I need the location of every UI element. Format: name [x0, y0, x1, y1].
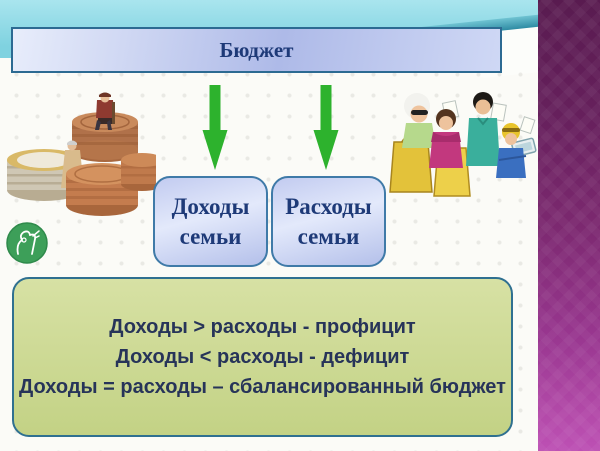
slide-title: Бюджет [11, 27, 502, 73]
family-cartoon [389, 92, 537, 197]
coins-photo [7, 92, 156, 216]
expense-box: Расходы семьи [271, 176, 386, 267]
income-box: Доходы семьи [153, 176, 268, 267]
down-arrow-expense-icon [313, 85, 339, 170]
rule-deficit: Доходы < расходы - дефицит [115, 346, 410, 368]
purple-sidebar [538, 0, 600, 451]
down-arrow-income-icon [202, 85, 228, 170]
budget-rules-panel: Доходы > расходы - профицит Доходы < рас… [12, 277, 513, 437]
rule-surplus: Доходы > расходы - профицит [109, 316, 416, 338]
rule-balanced: Доходы = расходы – сбалансированный бюдж… [19, 376, 506, 398]
green-logo-icon [6, 222, 48, 264]
